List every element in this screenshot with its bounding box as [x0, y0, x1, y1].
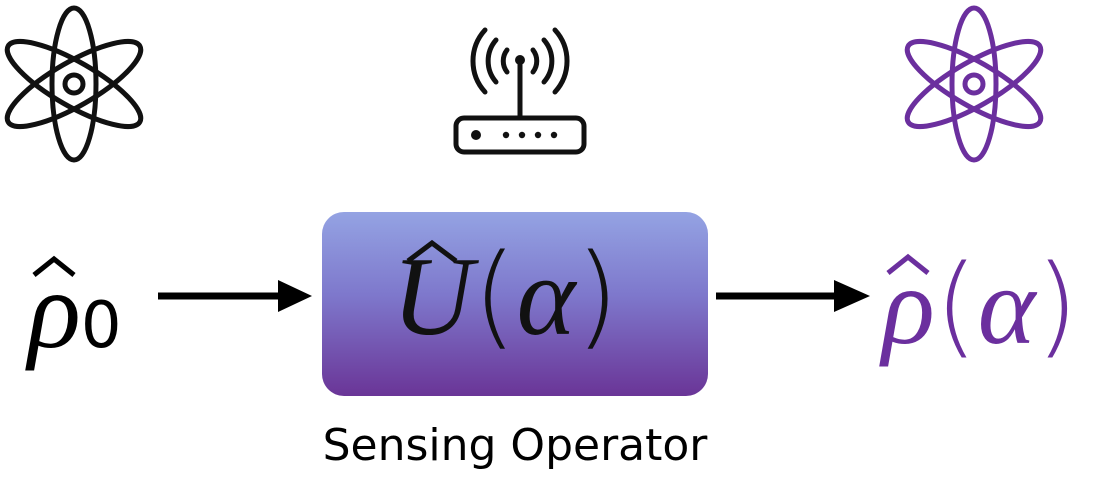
output-arrow — [716, 280, 870, 312]
input-rho-hat: ρ — [28, 255, 81, 365]
input-arrow — [158, 280, 312, 312]
hat-accent-icon — [886, 253, 930, 275]
operator-symbol: U — [392, 235, 473, 359]
operator-u-hat: U — [392, 239, 473, 353]
sensor-router-icon — [453, 27, 587, 155]
input-state-label: ρ 0 — [28, 255, 122, 365]
operator-label: U (α) — [392, 239, 619, 353]
output-close-paren: ) — [1035, 241, 1079, 369]
output-argument: α — [977, 245, 1036, 367]
output-state-label: ρ (α) — [882, 250, 1078, 361]
operator-caption: Sensing Operator — [322, 420, 708, 471]
operator-open-paren: ( — [472, 231, 517, 361]
output-open-paren: ( — [934, 241, 978, 369]
output-atom-icon — [904, 5, 1044, 163]
hat-accent-icon — [32, 255, 76, 277]
operator-argument: α — [516, 235, 576, 359]
input-atom-icon — [4, 5, 144, 163]
hat-accent-icon — [406, 239, 458, 263]
operator-close-paren: ) — [575, 231, 620, 361]
input-state-subscript: 0 — [80, 289, 122, 363]
output-rho-hat: ρ — [882, 251, 935, 361]
sensing-operator-box — [322, 212, 708, 396]
